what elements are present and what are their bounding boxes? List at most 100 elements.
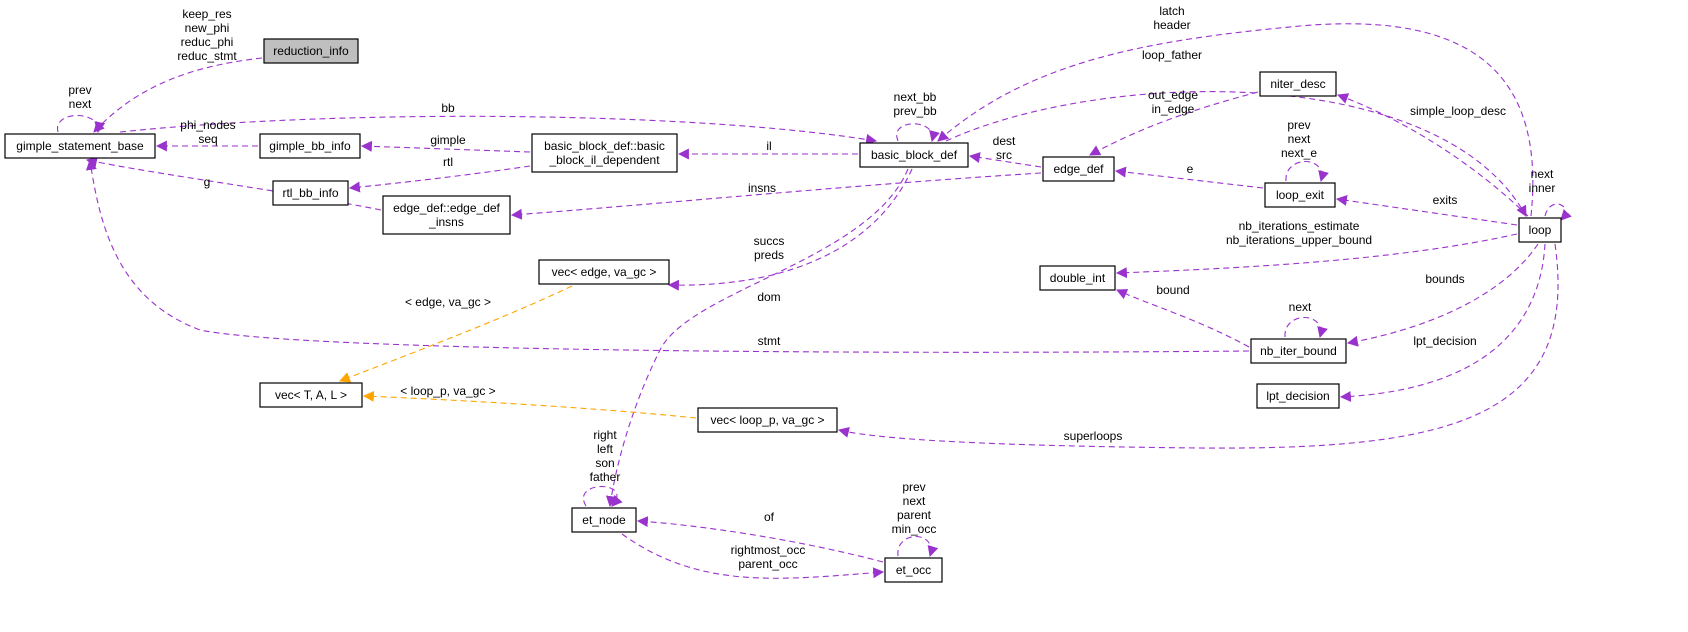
edge-vecedge-vectal[interactable] <box>338 285 573 383</box>
node-box <box>263 38 359 64</box>
node-box <box>259 382 363 408</box>
node-label: gimple_bb_info <box>269 139 351 153</box>
node-basic-block-def[interactable]: basic_block_def <box>859 142 969 168</box>
edge-label: next <box>1288 132 1311 146</box>
edge-bbil-rtl[interactable] <box>348 165 531 193</box>
edge-bbd-vecedge[interactable] <box>667 168 913 291</box>
edge-label: father <box>590 470 621 484</box>
edge-bbil-gbi[interactable] <box>360 140 531 153</box>
edge-loop-self[interactable] <box>1544 203 1572 221</box>
node-label: et_occ <box>896 563 931 577</box>
edge-loopexit-self[interactable] <box>1285 160 1329 183</box>
edge-label: next <box>1531 167 1554 181</box>
node-box <box>1042 156 1115 182</box>
node-et-node[interactable]: et_node <box>571 507 637 533</box>
node-vec-edge[interactable]: vec< edge, va_gc > <box>538 259 670 285</box>
node-vec-loop-p[interactable]: vec< loop_p, va_gc > <box>697 407 838 433</box>
node-basic-block-il-dependent[interactable]: basic_block_def::basic_block_il_dependen… <box>531 133 678 173</box>
node-box <box>697 407 838 433</box>
edge-label: min_occ <box>892 522 937 536</box>
node-double-int[interactable]: double_int <box>1039 265 1116 291</box>
edge-label: simple_loop_desc <box>1410 104 1506 118</box>
node-box <box>1264 182 1336 208</box>
edge-loop-lpt[interactable] <box>1339 243 1546 402</box>
node-et-occ[interactable]: et_occ <box>884 557 943 583</box>
node-label: vec< edge, va_gc > <box>552 265 657 279</box>
edge-bbd-self[interactable] <box>896 123 940 143</box>
edge-label: nb_iterations_upper_bound <box>1226 233 1372 247</box>
edge-label: < loop_p, va_gc > <box>400 384 495 398</box>
node-edge-def-insns[interactable]: edge_def::edge_def_insns <box>382 195 511 235</box>
node-box <box>884 557 943 583</box>
edge-reduction-info-gsb[interactable] <box>93 57 263 133</box>
edge-etocc-etnode[interactable] <box>636 516 884 563</box>
edge-loop-double[interactable] <box>1115 233 1518 279</box>
edge-label: of <box>764 510 775 524</box>
edge-loop-bbd[interactable] <box>937 23 1534 217</box>
node-lpt-decision[interactable]: lpt_decision <box>1256 383 1340 409</box>
edge-etnode-self[interactable] <box>583 485 623 507</box>
edge-bbd-etnode[interactable] <box>605 168 909 508</box>
node-loop[interactable]: loop <box>1518 217 1562 243</box>
edge-label: keep_res <box>182 7 231 21</box>
edge-label: next <box>69 97 92 111</box>
edge-label: e <box>1187 162 1194 176</box>
edge-loop-niter[interactable] <box>1336 93 1529 217</box>
node-label: vec< loop_p, va_gc > <box>710 413 824 427</box>
edge-edge-insns[interactable] <box>510 172 1042 220</box>
node-box <box>1250 338 1347 364</box>
edge-label: rtl <box>443 155 453 169</box>
edge-label: reduc_phi <box>181 35 234 49</box>
node-edge-def[interactable]: edge_def <box>1042 156 1115 182</box>
edge-label: parent <box>897 508 932 522</box>
edge-label: right <box>593 428 617 442</box>
edge-loopexit-edge[interactable] <box>1114 166 1264 189</box>
node-label: lpt_decision <box>1266 389 1329 403</box>
edge-label: loop_father <box>1142 48 1202 62</box>
edge-etnode-etocc[interactable] <box>621 533 885 579</box>
edge-nbiter-double[interactable] <box>1115 289 1250 348</box>
node-reduction-info[interactable]: reduction_info <box>263 38 359 64</box>
edge-edge-bbd[interactable] <box>968 152 1042 168</box>
edge-niter-edge[interactable] <box>1089 91 1259 156</box>
edge-veclp-vectal[interactable] <box>362 390 697 419</box>
node-label: basic_block_def <box>871 148 958 162</box>
edge-label: next <box>903 494 926 508</box>
edge-gsb-self[interactable] <box>57 114 106 134</box>
edge-label: g <box>204 175 211 189</box>
node-niter-desc[interactable]: niter_desc <box>1259 71 1337 97</box>
edge-label: phi_nodes <box>180 118 235 132</box>
node-box <box>859 142 969 168</box>
edge-label: stmt <box>758 334 781 348</box>
edge-label: new_phi <box>185 21 230 35</box>
edge-loop-nbiter[interactable] <box>1346 243 1539 347</box>
node-nb-iter-bound[interactable]: nb_iter_bound <box>1250 338 1347 364</box>
node-gimple-statement-base[interactable]: gimple_statement_base <box>4 133 156 159</box>
node-label: edge_def <box>1053 162 1104 176</box>
node-vec-TAL[interactable]: vec< T, A, L > <box>259 382 363 408</box>
edge-label: src <box>996 148 1012 162</box>
edge-label: prev <box>68 83 91 97</box>
node-rtl-bb-info[interactable]: rtl_bb_info <box>272 180 349 206</box>
node-label: loop <box>1529 223 1552 237</box>
edge-gsb-bbd[interactable] <box>119 115 878 145</box>
edge-label: dest <box>993 134 1016 148</box>
edge-nbiter-gsb[interactable] <box>85 158 1250 353</box>
edge-label: exits <box>1433 193 1458 207</box>
edge-etocc-self[interactable] <box>897 535 939 558</box>
node-label: _block_il_dependent <box>548 153 660 167</box>
edge-label: superloops <box>1064 429 1123 443</box>
node-label: rtl_bb_info <box>282 186 338 200</box>
edge-label: prev <box>1287 118 1310 132</box>
edge-label: next <box>1289 300 1312 314</box>
edge-nbiter-self[interactable] <box>1284 316 1328 339</box>
edge-label: son <box>595 456 614 470</box>
edge-label: inner <box>1529 181 1556 195</box>
node-gimple-bb-info[interactable]: gimple_bb_info <box>259 133 361 159</box>
edge-loop-veclp[interactable] <box>837 243 1559 449</box>
edge-label: nb_iterations_estimate <box>1239 219 1360 233</box>
node-box <box>272 180 349 206</box>
edge-loop-loopexit[interactable] <box>1335 194 1518 226</box>
node-loop-exit[interactable]: loop_exit <box>1264 182 1336 208</box>
